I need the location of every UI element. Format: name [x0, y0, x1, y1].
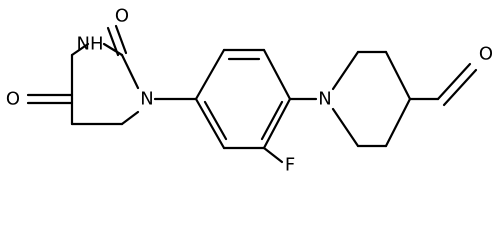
bond: [331, 50, 360, 91]
bond: [331, 107, 360, 148]
bond: [106, 26, 120, 57]
atom-label-oxygen: O: [6, 89, 20, 110]
bond: [120, 53, 140, 90]
bond: [436, 62, 472, 101]
bond: [384, 97, 412, 148]
bond: [102, 42, 124, 57]
bond: [442, 68, 478, 107]
bond: [120, 110, 140, 126]
atom-label-nitrogen: N: [140, 89, 153, 110]
atom-label-oxygen: O: [479, 44, 493, 65]
bond: [384, 50, 412, 101]
bond: [194, 48, 226, 101]
bond: [194, 97, 226, 150]
bond: [262, 146, 284, 164]
bonds: [26, 24, 478, 164]
bond: [260, 100, 284, 141]
bond: [203, 100, 228, 141]
bond: [262, 48, 292, 101]
atom-label-oxygen: O: [115, 6, 129, 27]
bond: [114, 24, 128, 55]
molecule-structure: O NH O N F N O: [6, 6, 493, 176]
atom-label-fluorine: F: [285, 155, 295, 176]
atom-label-nh: NH: [77, 34, 104, 55]
atom-label-nitrogen: N: [318, 89, 331, 110]
bond: [262, 97, 292, 150]
bond: [70, 42, 90, 57]
atom-labels: O NH O N F N O: [6, 6, 493, 176]
